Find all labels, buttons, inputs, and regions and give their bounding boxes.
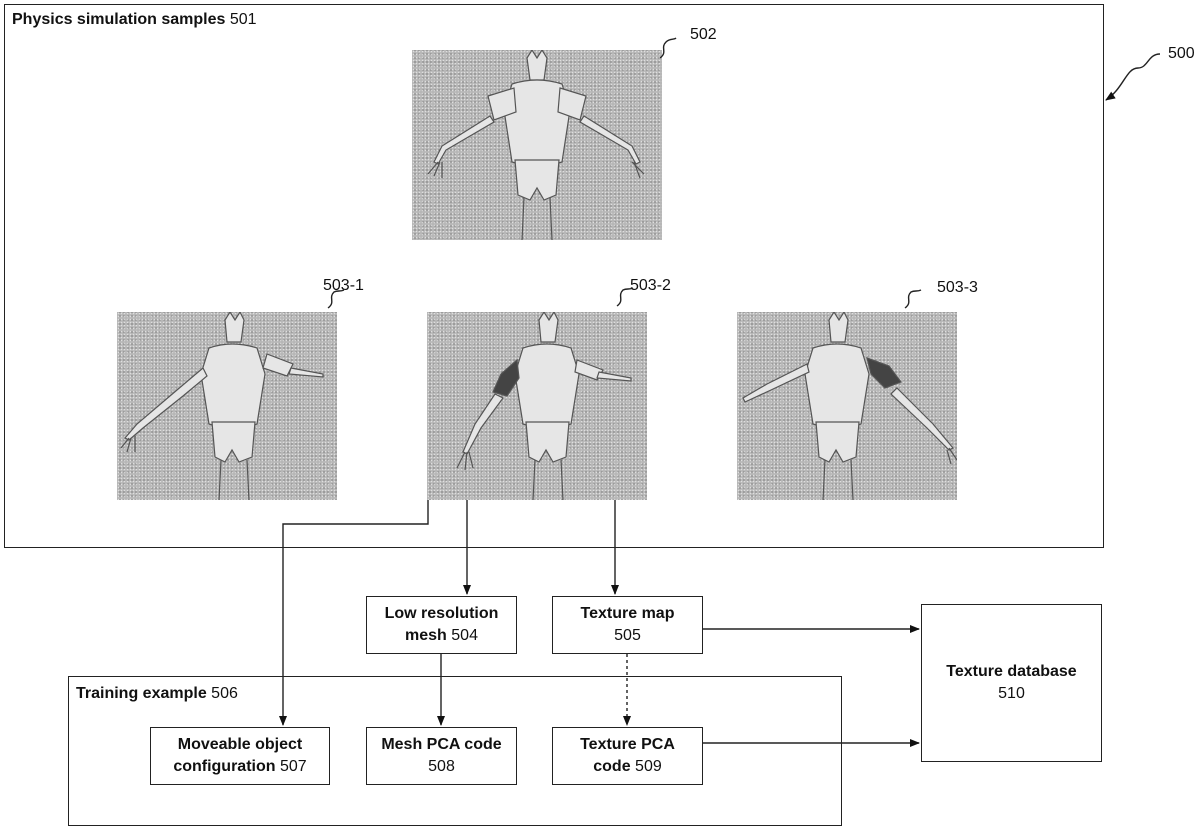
ref-squiggle-503-1 xyxy=(328,290,344,308)
figure-ref-500-arrow xyxy=(1106,54,1160,100)
arrow-to-moveable-config xyxy=(283,500,428,725)
ref-squiggle-502 xyxy=(660,38,676,58)
ref-squiggle-503-3 xyxy=(905,290,921,308)
ref-squiggle-503-2 xyxy=(617,288,633,306)
